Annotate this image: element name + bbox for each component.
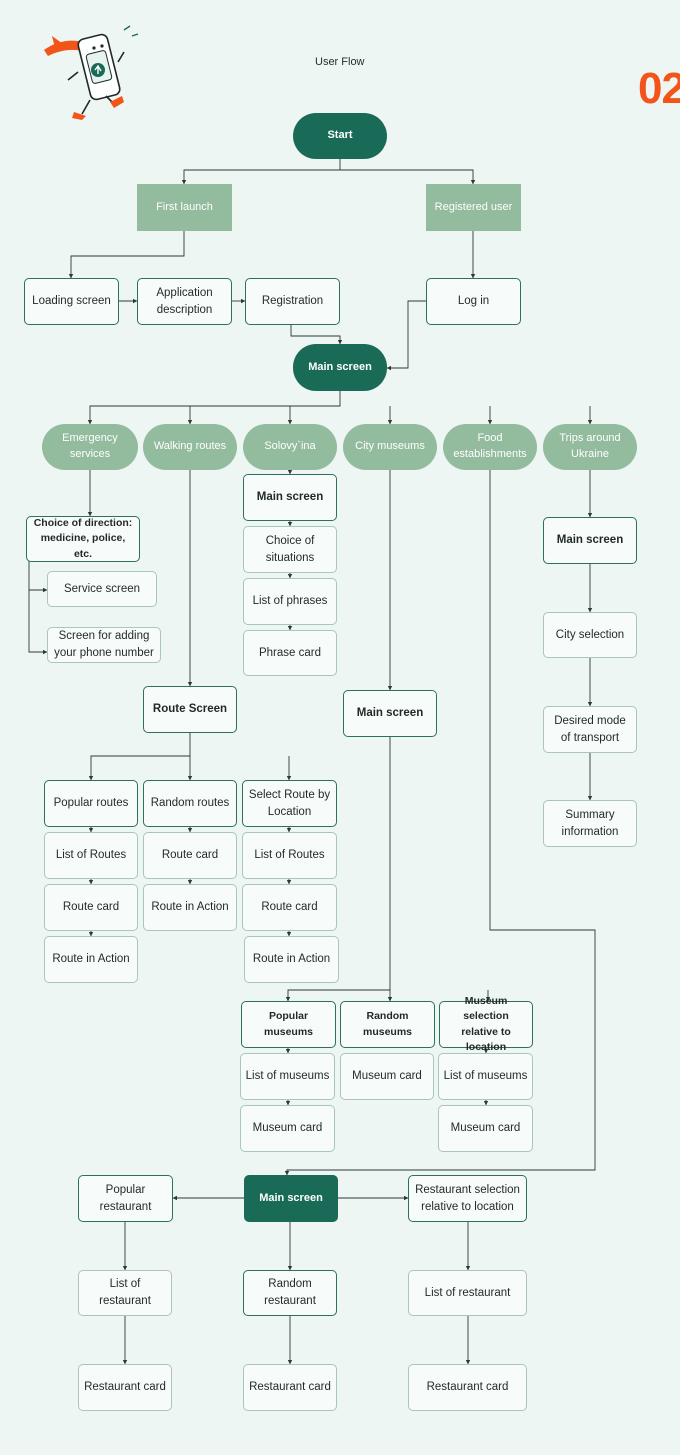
summary-info-node[interactable]: Summary information — [543, 800, 637, 847]
category-emergency[interactable]: Emergency services — [42, 424, 138, 470]
loading-screen-node[interactable]: Loading screen — [24, 278, 119, 325]
location-route-action-node[interactable]: Route in Action — [244, 936, 339, 983]
location-route-card-node[interactable]: Route card — [242, 884, 337, 931]
category-food[interactable]: Food establishments — [443, 424, 537, 470]
transport-mode-node[interactable]: Desired mode of transport — [543, 706, 637, 753]
city-selection-node[interactable]: City selection — [543, 612, 637, 658]
popular-restaurant-list-node[interactable]: List of restaurant — [78, 1270, 172, 1316]
registered-user-node[interactable]: Registered user — [426, 184, 521, 231]
page-title: User Flow — [315, 56, 365, 68]
popular-list-routes-node[interactable]: List of Routes — [44, 832, 138, 879]
solovyina-main-node[interactable]: Main screen — [243, 474, 337, 521]
random-museum-card-node[interactable]: Museum card — [340, 1053, 434, 1100]
popular-museum-card-node[interactable]: Museum card — [240, 1105, 335, 1152]
category-walking[interactable]: Walking routes — [143, 424, 237, 470]
service-screen-node[interactable]: Service screen — [47, 571, 157, 607]
random-routes-node[interactable]: Random routes — [143, 780, 237, 827]
popular-restaurant-card-node[interactable]: Restaurant card — [78, 1364, 172, 1411]
location-museum-card-node[interactable]: Museum card — [438, 1105, 533, 1152]
trips-main-node[interactable]: Main screen — [543, 517, 637, 564]
location-museum-list-node[interactable]: List of museums — [438, 1053, 533, 1100]
section-number: 02 — [638, 64, 680, 113]
page-header: 02 — [300, 30, 680, 113]
random-museums-node[interactable]: Random museums — [340, 1001, 435, 1048]
museum-location-node[interactable]: Museum selection relative to location — [439, 995, 533, 1053]
mascot-illustration — [38, 22, 148, 127]
start-node[interactable]: Start — [293, 113, 387, 159]
restaurant-location-node[interactable]: Restaurant selection relative to locatio… — [408, 1175, 527, 1222]
first-launch-node[interactable]: First launch — [137, 184, 232, 231]
location-list-routes-node[interactable]: List of Routes — [242, 832, 337, 879]
route-screen-node[interactable]: Route Screen — [143, 686, 237, 733]
location-restaurant-list-node[interactable]: List of restaurant — [408, 1270, 527, 1316]
museums-main-node[interactable]: Main screen — [343, 690, 437, 737]
solovyina-card-node[interactable]: Phrase card — [243, 630, 337, 676]
category-trips[interactable]: Trips around Ukraine — [543, 424, 637, 470]
solovyina-choice-node[interactable]: Choice of situations — [243, 526, 337, 573]
random-restaurant-node[interactable]: Random restaurant — [243, 1270, 337, 1316]
registration-node[interactable]: Registration — [245, 278, 340, 325]
phone-screen-node[interactable]: Screen for adding your phone number — [47, 627, 161, 663]
random-restaurant-card-node[interactable]: Restaurant card — [243, 1364, 337, 1411]
main-screen-node[interactable]: Main screen — [293, 344, 387, 391]
emergency-choice-node[interactable]: Choice of direction: medicine, police, e… — [26, 516, 140, 562]
select-route-location-node[interactable]: Select Route by Location — [242, 780, 337, 827]
log-in-node[interactable]: Log in — [426, 278, 521, 325]
food-main-node[interactable]: Main screen — [244, 1175, 338, 1222]
popular-route-action-node[interactable]: Route in Action — [44, 936, 138, 983]
category-museums[interactable]: City museums — [343, 424, 437, 470]
location-restaurant-card-node[interactable]: Restaurant card — [408, 1364, 527, 1411]
popular-routes-node[interactable]: Popular routes — [44, 780, 138, 827]
popular-museums-node[interactable]: Popular museums — [241, 1001, 336, 1048]
random-route-action-node[interactable]: Route in Action — [143, 884, 237, 931]
solovyina-phrases-node[interactable]: List of phrases — [243, 578, 337, 625]
random-route-card-node[interactable]: Route card — [143, 832, 237, 879]
category-solovyina[interactable]: Solovy`ina — [243, 424, 337, 470]
app-description-node[interactable]: Application description — [137, 278, 232, 325]
popular-museum-list-node[interactable]: List of museums — [240, 1053, 335, 1100]
popular-restaurant-node[interactable]: Popular restaurant — [78, 1175, 173, 1222]
popular-route-card-node[interactable]: Route card — [44, 884, 138, 931]
